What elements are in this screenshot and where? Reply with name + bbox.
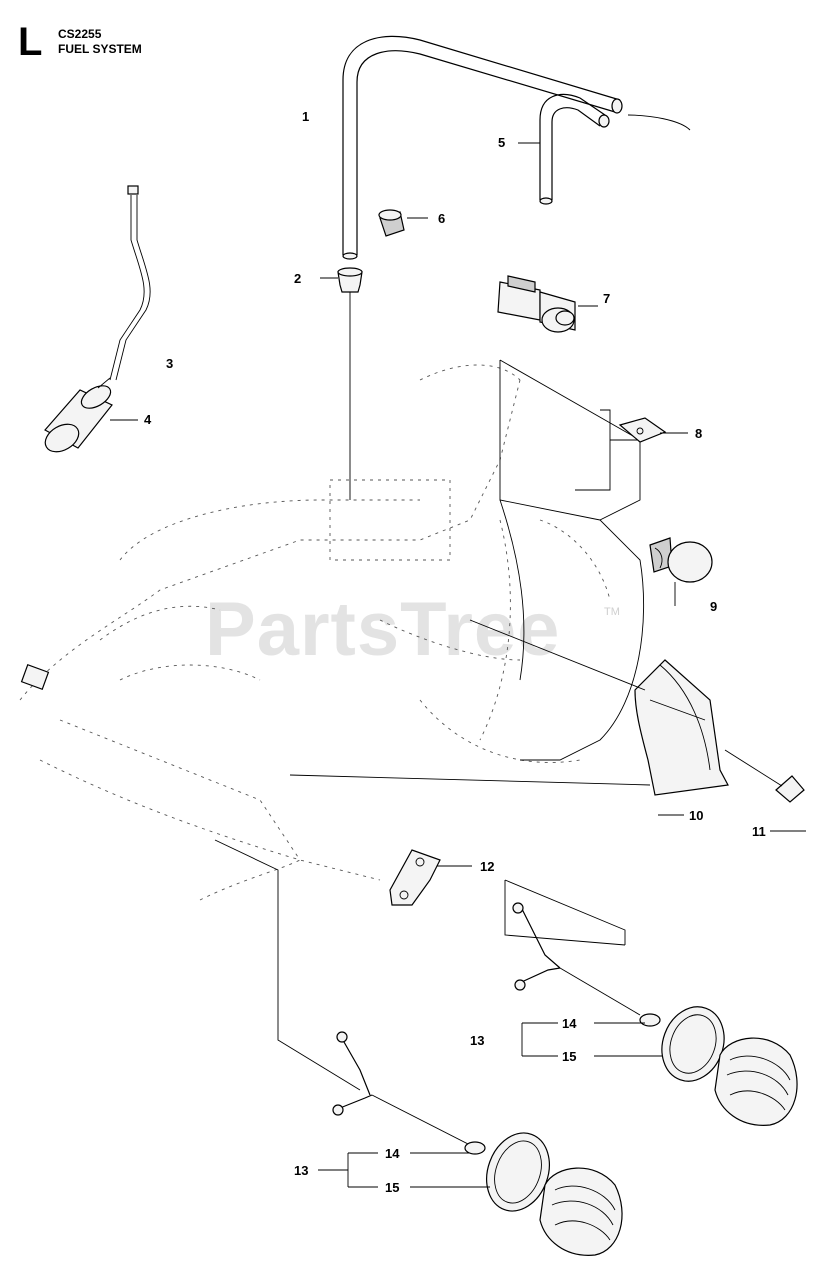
callout-13-lower: 13 [294, 1163, 308, 1178]
cover-plate-outline [499, 359, 644, 761]
fuel-hose-part-1 [342, 35, 623, 260]
callout-3: 3 [166, 356, 173, 371]
clip-part-8 [618, 417, 667, 443]
callout-12: 12 [480, 859, 494, 874]
callout-10: 10 [689, 808, 703, 823]
callout-labels: 1 2 3 4 5 6 7 8 9 10 11 12 13 14 15 13 1… [144, 109, 766, 1195]
callout-15-upper: 15 [562, 1049, 576, 1064]
watermark-trademark: TM [604, 606, 620, 618]
callout-14-upper: 14 [562, 1016, 577, 1031]
callout-6: 6 [438, 211, 445, 226]
callout-1: 1 [302, 109, 309, 124]
callout-14-lower: 14 [385, 1146, 400, 1161]
callout-11: 11 [752, 824, 766, 839]
section-letter: L [18, 20, 43, 64]
section-title: FUEL SYSTEM [58, 42, 142, 56]
upper-cap-assembly [504, 879, 798, 1126]
callout-2: 2 [294, 271, 301, 286]
valve-part-7 [497, 275, 576, 333]
bracket-part-12 [389, 849, 441, 906]
callout-4: 4 [144, 412, 152, 427]
model-code: CS2255 [58, 27, 102, 41]
watermark-logo: PartsTree [205, 587, 561, 672]
lower-cap-assembly [214, 839, 623, 1256]
plug-part-6 [378, 209, 405, 237]
callout-8: 8 [695, 426, 702, 441]
callout-5: 5 [498, 135, 505, 150]
engine-housing-outline [19, 364, 611, 901]
callout-15-lower: 15 [385, 1180, 399, 1195]
primer-bulb-part-9 [649, 537, 713, 583]
fuel-filter-part-4 [44, 377, 113, 453]
hose-part-5 [539, 93, 691, 205]
callout-9: 9 [710, 599, 717, 614]
callout-13-upper: 13 [470, 1033, 484, 1048]
screw-part-11 [724, 749, 805, 803]
pickup-line-part-3 [109, 185, 151, 381]
bracket-part-10 [289, 619, 729, 796]
grommet-part-2 [337, 267, 363, 500]
callout-7: 7 [603, 291, 610, 306]
side-screw [20, 664, 50, 690]
leader-lines [110, 142, 806, 1188]
